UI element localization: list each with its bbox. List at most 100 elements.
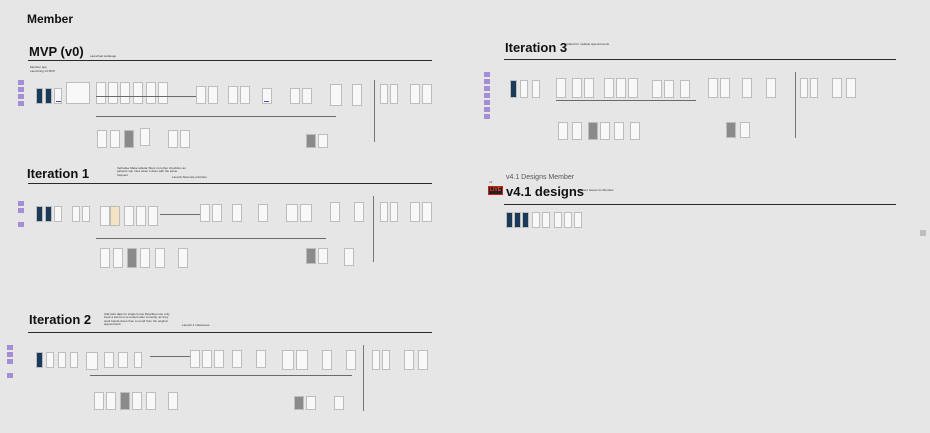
screen-frame[interactable] xyxy=(410,202,420,222)
screen-frame[interactable] xyxy=(306,134,316,148)
screen-frame[interactable] xyxy=(228,86,238,104)
screen-frame[interactable] xyxy=(36,352,43,368)
screen-frame[interactable] xyxy=(58,352,66,368)
flow-group[interactable] xyxy=(66,82,90,104)
screen-frame[interactable] xyxy=(97,130,107,148)
screen-frame[interactable] xyxy=(290,88,300,104)
screen-frame[interactable] xyxy=(572,78,582,98)
screen-frame[interactable] xyxy=(124,130,134,148)
screen-frame[interactable] xyxy=(256,350,266,368)
screen-frame[interactable] xyxy=(600,122,610,140)
screen-frame[interactable] xyxy=(54,206,62,222)
screen-frame[interactable] xyxy=(506,212,513,228)
screen-frame[interactable] xyxy=(110,130,120,148)
screen-frame[interactable] xyxy=(302,88,312,104)
screen-frame[interactable] xyxy=(574,212,582,228)
screen-frame[interactable] xyxy=(616,78,626,98)
screen-frame[interactable] xyxy=(100,248,110,268)
screen-frame[interactable] xyxy=(72,206,80,222)
screen-frame[interactable] xyxy=(168,392,178,410)
screen-frame[interactable] xyxy=(404,350,414,370)
screen-frame[interactable] xyxy=(330,84,342,106)
screen-frame[interactable] xyxy=(180,130,190,148)
screen-frame[interactable] xyxy=(652,80,662,98)
screen-frame[interactable] xyxy=(680,80,690,98)
screen-frame[interactable] xyxy=(604,78,614,98)
screen-frame[interactable] xyxy=(800,78,808,98)
screen-frame[interactable] xyxy=(54,88,62,104)
screen-frame[interactable] xyxy=(200,204,210,222)
screen-frame[interactable] xyxy=(133,82,143,104)
screen-frame[interactable] xyxy=(334,396,344,410)
screen-frame[interactable] xyxy=(286,204,298,222)
screen-frame[interactable] xyxy=(146,82,156,104)
screen-frame[interactable] xyxy=(726,122,736,138)
screen-frame[interactable] xyxy=(742,78,752,98)
screen-frame[interactable] xyxy=(522,212,529,228)
screen-frame[interactable] xyxy=(232,204,242,222)
screen-frame[interactable] xyxy=(294,396,304,410)
screen-frame[interactable] xyxy=(300,204,312,222)
screen-frame[interactable] xyxy=(232,350,242,368)
sticky-note[interactable] xyxy=(484,114,490,119)
screen-frame[interactable] xyxy=(510,80,517,98)
screen-frame[interactable] xyxy=(810,78,818,98)
screen-frame[interactable] xyxy=(556,78,566,98)
screen-frame[interactable] xyxy=(190,350,200,368)
canvas-scroll-handle[interactable] xyxy=(920,230,926,236)
screen-frame[interactable] xyxy=(196,86,206,104)
screen-frame[interactable] xyxy=(322,350,332,370)
screen-frame[interactable] xyxy=(82,206,90,222)
sticky-note[interactable] xyxy=(7,373,13,378)
screen-frame[interactable] xyxy=(354,202,364,222)
screen-frame[interactable] xyxy=(282,350,294,370)
screen-frame[interactable] xyxy=(766,78,776,98)
screen-frame[interactable] xyxy=(584,78,594,98)
screen-frame[interactable] xyxy=(214,350,224,368)
screen-frame[interactable] xyxy=(380,202,388,222)
sticky-note[interactable] xyxy=(7,359,13,364)
sticky-note[interactable] xyxy=(484,100,490,105)
screen-frame[interactable] xyxy=(240,86,250,104)
screen-frame[interactable] xyxy=(127,248,137,268)
screen-frame[interactable] xyxy=(380,84,388,104)
screen-frame[interactable] xyxy=(318,248,328,264)
screen-frame[interactable] xyxy=(296,350,308,370)
sticky-note[interactable] xyxy=(18,80,24,85)
screen-frame[interactable] xyxy=(410,84,420,104)
screen-frame[interactable] xyxy=(418,350,428,370)
screen-frame[interactable] xyxy=(94,392,104,410)
screen-frame[interactable] xyxy=(106,392,116,410)
screen-frame[interactable] xyxy=(664,80,674,98)
screen-frame[interactable] xyxy=(110,206,120,226)
sticky-note[interactable] xyxy=(484,93,490,98)
screen-frame[interactable] xyxy=(262,88,272,104)
screen-frame[interactable] xyxy=(148,206,158,226)
sticky-note[interactable] xyxy=(18,208,24,213)
screen-frame[interactable] xyxy=(108,82,118,104)
screen-frame[interactable] xyxy=(258,204,268,222)
screen-frame[interactable] xyxy=(155,248,165,268)
sticky-note[interactable] xyxy=(484,79,490,84)
screen-frame[interactable] xyxy=(124,206,134,226)
sticky-note[interactable] xyxy=(484,107,490,112)
sticky-note[interactable] xyxy=(18,94,24,99)
screen-frame[interactable] xyxy=(564,212,572,228)
screen-frame[interactable] xyxy=(532,212,540,228)
sticky-note[interactable] xyxy=(7,345,13,350)
screen-frame[interactable] xyxy=(558,122,568,140)
screen-frame[interactable] xyxy=(572,122,582,140)
screen-frame[interactable] xyxy=(86,352,98,370)
screen-frame[interactable] xyxy=(352,84,362,106)
screen-frame[interactable] xyxy=(390,84,398,104)
screen-frame[interactable] xyxy=(178,248,188,268)
screen-frame[interactable] xyxy=(614,122,624,140)
screen-frame[interactable] xyxy=(306,248,316,264)
screen-frame[interactable] xyxy=(390,202,398,222)
screen-frame[interactable] xyxy=(372,350,380,370)
screen-frame[interactable] xyxy=(318,134,328,148)
screen-frame[interactable] xyxy=(113,248,123,268)
screen-frame[interactable] xyxy=(132,392,142,410)
screen-frame[interactable] xyxy=(96,82,106,104)
screen-frame[interactable] xyxy=(514,212,521,228)
